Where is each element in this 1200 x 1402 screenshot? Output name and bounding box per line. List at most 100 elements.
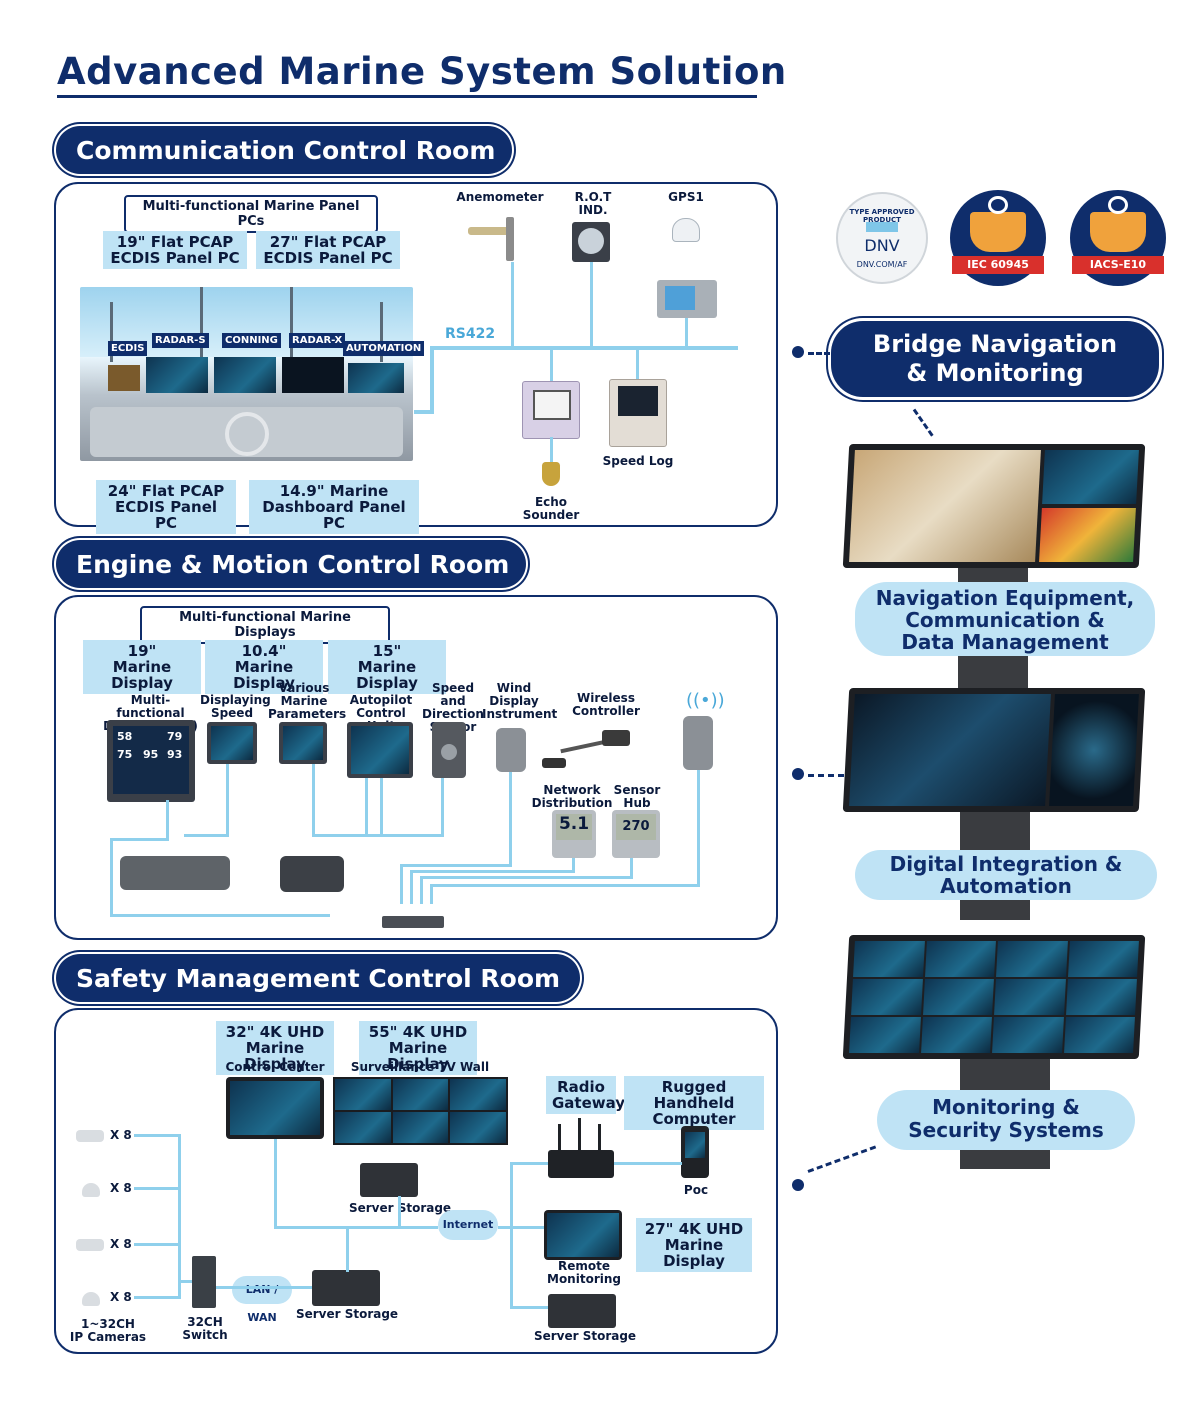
sensor-device xyxy=(432,722,466,778)
section-title: Engine & Motion Control Room xyxy=(76,549,510,579)
speed-log-icon xyxy=(609,379,667,447)
uhd-32-label: 32" 4K UHD Marine Display xyxy=(216,1021,334,1075)
pc-24-label: 24" Flat PCAP ECDIS Panel PC xyxy=(96,480,236,534)
gateway-device xyxy=(280,856,344,892)
display-19-label: 19" Marine Display xyxy=(83,640,201,694)
iacs-badge: IACS-E10 xyxy=(1070,190,1166,286)
mfd-value: 58 xyxy=(117,730,133,743)
handheld-label: Rugged Handheld Computer xyxy=(624,1076,764,1130)
digital-integration-pill: Digital Integration & Automation xyxy=(855,850,1157,900)
section-title: Communication Control Room xyxy=(76,135,496,165)
wind-display-label: Wind Display Instrument xyxy=(482,681,558,721)
rs422-label: RS422 xyxy=(445,326,496,342)
dnv-badge-title: DNV xyxy=(864,236,900,255)
parameters-device xyxy=(279,722,327,764)
sensor-hub-label: Sensor Hub xyxy=(613,783,661,810)
gps-receiver-icon xyxy=(657,280,717,318)
section-engine: Engine & Motion Control Room xyxy=(56,540,526,588)
console-label-radar-x: RADAR-X xyxy=(289,333,346,348)
marine-displays-group-label: Multi-functional Marine Displays xyxy=(140,606,390,644)
title-underline xyxy=(57,95,757,98)
pc-27-label: 27" Flat PCAP ECDIS Panel PC xyxy=(256,231,400,269)
radar-x-screen xyxy=(282,357,344,393)
server-storage-3-icon xyxy=(312,1270,380,1306)
dnv-badge-caption: TYPE APPROVED PRODUCT xyxy=(849,208,915,224)
remote-monitoring-label: Remote Monitoring xyxy=(547,1259,621,1286)
autopilot-device xyxy=(347,722,413,778)
echo-transducer-icon xyxy=(542,462,560,486)
dnv-badge-url: DNV.COM/AF xyxy=(856,260,908,269)
remote-monitor xyxy=(544,1210,622,1260)
dnv-badge: TYPE APPROVED PRODUCT DNV DNV.COM/AF xyxy=(836,192,928,284)
dome-camera-icon xyxy=(82,1183,100,1197)
network-switch-device xyxy=(120,856,230,890)
network-box-value: 5.1 xyxy=(556,814,592,840)
navigation-equipment-pill: Navigation Equipment, Communication & Da… xyxy=(855,582,1155,656)
sensor-hub-device: 270 xyxy=(612,810,660,858)
iec-badge-label: IEC 60945 xyxy=(952,256,1044,274)
iacs-badge-label: IACS-E10 xyxy=(1072,256,1164,274)
bridge-console-illustration xyxy=(80,287,413,461)
display-104-label: 10.4" Marine Display xyxy=(205,640,323,694)
sensor-junction-device xyxy=(382,916,444,928)
ip-camera-icon xyxy=(76,1130,104,1142)
wind-display-device xyxy=(496,728,526,772)
radar-s-screen xyxy=(146,357,208,393)
cameras-label: 1~32CH IP Cameras xyxy=(69,1317,147,1344)
internet-cloud: Internet xyxy=(438,1210,498,1240)
section-communication: Communication Control Room xyxy=(56,126,512,174)
camera-count: X 8 xyxy=(110,1237,132,1251)
camera-count: X 8 xyxy=(110,1128,132,1142)
rs422-bus xyxy=(430,346,738,350)
uhd-27-label: 27" 4K UHD Marine Display xyxy=(636,1218,752,1272)
navigation-monitor xyxy=(842,444,1146,568)
ip-camera-icon xyxy=(76,1239,104,1251)
control-center-label: Control Center xyxy=(225,1060,325,1074)
ecdis-screen xyxy=(108,365,140,391)
page-title: Advanced Marine System Solution xyxy=(57,50,787,93)
security-monitor xyxy=(842,935,1146,1059)
wifi-icon: ((•)) xyxy=(686,690,725,711)
rot-label: R.O.T IND. xyxy=(574,190,612,217)
speed-display-device xyxy=(207,722,257,764)
pc-19-label: 19" Flat PCAP ECDIS Panel PC xyxy=(103,231,247,269)
tv-wall xyxy=(333,1077,508,1145)
wireless-controller-label: Wireless Controller xyxy=(572,691,640,718)
section-safety: Safety Management Control Room xyxy=(56,954,580,1002)
pc-149-label: 14.9" Marine Dashboard Panel PC xyxy=(249,480,419,534)
handheld-device xyxy=(681,1126,709,1178)
mfd-device: 58 75 95 79 93 xyxy=(107,720,195,802)
gps-antenna-icon xyxy=(672,218,700,242)
console-label-automation: AUTOMATION xyxy=(343,341,425,356)
wind-vane-icon xyxy=(540,730,636,776)
switch-label: 32CH Switch xyxy=(182,1315,228,1342)
section-title: Safety Management Control Room xyxy=(76,963,561,993)
camera-count: X 8 xyxy=(110,1181,132,1195)
mfd-value: 93 xyxy=(167,748,183,761)
lan-wan-cloud: LAN / WAN xyxy=(232,1276,292,1324)
anemometer-label: Anemometer xyxy=(456,190,544,204)
gps-label: GPS1 xyxy=(668,190,704,204)
network-box-device: 5.1 xyxy=(552,810,596,858)
automation-screen xyxy=(348,363,404,393)
mfd-value: 75 xyxy=(117,748,133,761)
mfd-value: 95 xyxy=(143,748,159,761)
server-storage-icon xyxy=(360,1163,418,1197)
mfd-value: 79 xyxy=(167,730,183,743)
echo-sounder-display-icon xyxy=(522,381,580,439)
conning-screen xyxy=(214,357,276,393)
dome-camera-icon xyxy=(82,1292,100,1306)
panel-pcs-group-label: Multi-functional Marine Panel PCs xyxy=(124,195,378,233)
wireless-device xyxy=(683,716,713,770)
switch-device xyxy=(192,1256,216,1308)
display-15-label: 15" Marine Display xyxy=(328,640,446,694)
console-label-ecdis: ECDIS xyxy=(108,341,148,356)
rot-indicator-icon xyxy=(572,222,610,262)
console-label-radar-s: RADAR-S xyxy=(152,333,209,348)
camera-count: X 8 xyxy=(110,1290,132,1304)
uhd-55-label: 55" 4K UHD Marine Display xyxy=(359,1021,477,1075)
speed-display-label: Displaying Speed xyxy=(200,693,271,720)
parameters-label: Various Marine Parameters xyxy=(268,681,347,721)
monitoring-security-pill: Monitoring & Security Systems xyxy=(877,1090,1135,1150)
radio-gateway-device xyxy=(548,1118,614,1178)
